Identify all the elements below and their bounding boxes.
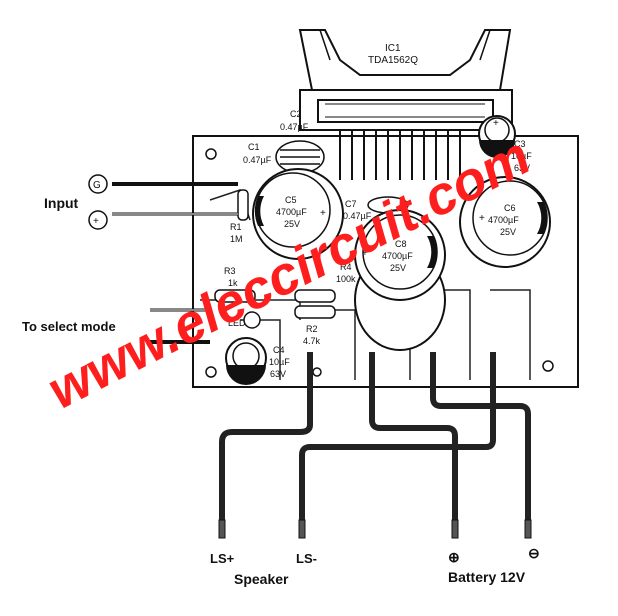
c2-ref: C2 — [290, 109, 302, 119]
resistor-r3 — [214, 289, 256, 303]
c7-ref: C7 — [345, 199, 357, 209]
speaker-label: Speaker — [234, 571, 289, 587]
wire-ends — [218, 519, 532, 539]
c1-value: 0.47µF — [243, 155, 272, 165]
capacitor-c4 — [225, 337, 267, 385]
led-ref: LED — [228, 318, 246, 328]
ic-heatsink — [298, 29, 513, 131]
svg-text:G: G — [93, 180, 101, 191]
resistor-r4 — [294, 289, 336, 319]
capacitor-c6: + — [459, 176, 551, 268]
capacitor-c8: + — [354, 209, 446, 351]
plus-symbol: + — [88, 210, 108, 230]
r3-value: 1k — [228, 278, 238, 288]
ls-plus-label: LS+ — [210, 551, 235, 566]
c8-value: 4700µF — [382, 251, 413, 261]
c3-plus: + — [493, 118, 499, 129]
c8-voltage: 25V — [390, 263, 406, 273]
r3-ref: R3 — [224, 266, 236, 276]
capacitor-c3: + — [478, 115, 516, 158]
select-mode-wires — [150, 308, 210, 344]
c4-voltage: 63V — [270, 369, 286, 379]
c7-value: 0.47µF — [343, 211, 372, 221]
r2-value: 4.7k — [303, 336, 321, 346]
ground-symbol: G — [88, 174, 108, 194]
select-mode-label: To select mode — [22, 319, 116, 334]
c3-ref: C3 — [514, 139, 526, 149]
r1-value: 1M — [230, 234, 243, 244]
c3-voltage: 63V — [514, 163, 530, 173]
battery-plus-symbol: ⊕ — [448, 549, 460, 565]
battery-minus-symbol: ⊖ — [528, 545, 540, 561]
c2-value: 0.47µF — [280, 122, 309, 132]
c6-ref: C6 — [504, 203, 516, 213]
c3-value: 10µF — [511, 151, 532, 161]
resistor-r1 — [237, 189, 249, 221]
ic-pins — [339, 130, 461, 180]
c5-voltage: 25V — [284, 219, 300, 229]
r4-value: 100k — [336, 274, 356, 284]
c4-ref: C4 — [273, 345, 285, 355]
battery-label: Battery 12V — [448, 569, 526, 585]
mounting-holes — [205, 148, 554, 378]
c8-ref: C8 — [395, 239, 407, 249]
output-wires — [219, 352, 531, 532]
capacitor-c5: + — [252, 168, 344, 260]
led — [243, 311, 261, 329]
c8-plus: + — [362, 248, 368, 259]
ic-part: TDA1562Q — [368, 55, 418, 66]
c4-value: 10µF — [269, 357, 290, 367]
r4-ref: R4 — [340, 262, 352, 272]
ic-ref: IC1 — [385, 43, 401, 54]
input-label: Input — [44, 195, 79, 211]
r2-ref: R2 — [306, 324, 318, 334]
c6-voltage: 25V — [500, 227, 516, 237]
c5-plus: + — [320, 208, 326, 219]
input-wires — [112, 182, 238, 216]
svg-text:+: + — [93, 216, 99, 227]
c5-ref: C5 — [285, 195, 297, 205]
c1-ref: C1 — [248, 142, 260, 152]
c5-value: 4700µF — [276, 207, 307, 217]
c6-value: 4700µF — [488, 215, 519, 225]
c6-plus: + — [479, 213, 485, 224]
r1-ref: R1 — [230, 222, 242, 232]
ls-minus-label: LS- — [296, 551, 317, 566]
